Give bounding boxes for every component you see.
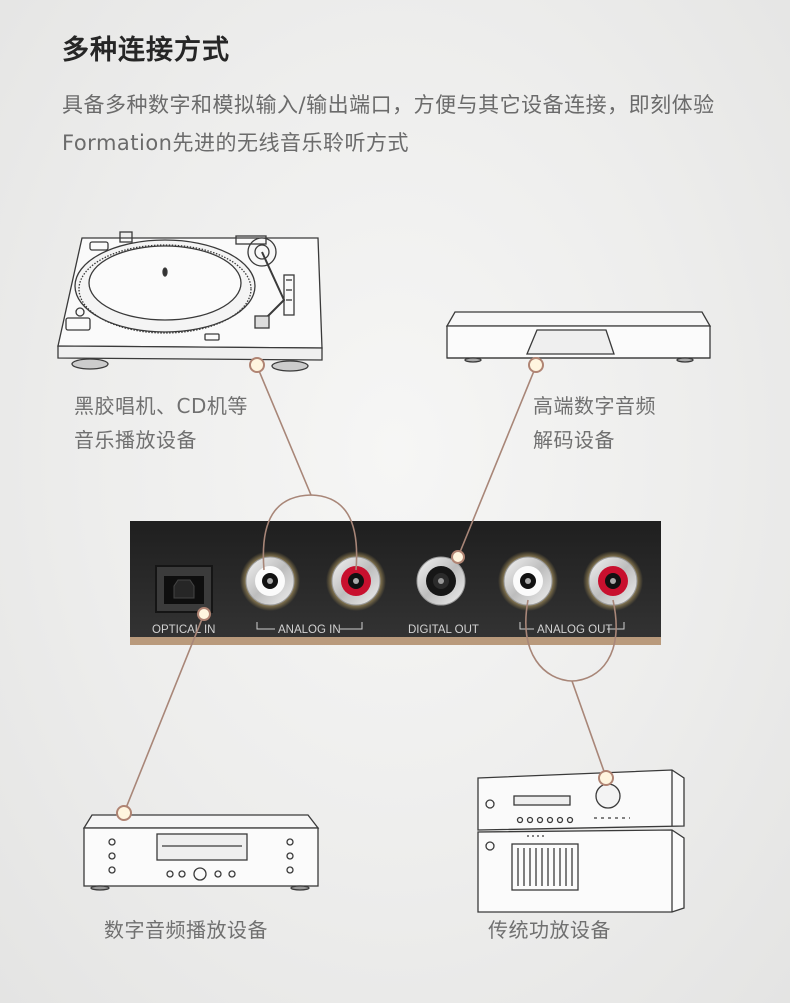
cd-player-label: 数字音频播放设备 xyxy=(104,918,268,942)
optical-in-label: OPTICAL IN xyxy=(152,624,215,636)
cd-player-connector-dot xyxy=(116,805,132,821)
analog-out-label: ANALOG OUT xyxy=(537,624,612,636)
optical-port[interactable] xyxy=(155,565,213,613)
page-description: 具备多种数字和模拟输入/输出端口，方便与其它设备连接，即刻体验Formation… xyxy=(62,93,715,155)
digital-out-jack[interactable] xyxy=(416,556,466,606)
amplifier-connector-dot xyxy=(598,770,614,786)
turntable-label-line1: 黑胶唱机、CD机等 xyxy=(74,394,248,418)
analog-in-left-jack[interactable] xyxy=(240,551,300,611)
turntable-label: 黑胶唱机、CD机等 音乐播放设备 xyxy=(74,389,248,457)
turntable-label-line2: 音乐播放设备 xyxy=(74,428,197,452)
dac-label-line1: 高端数字音频 xyxy=(533,394,656,418)
optical-connector-dot xyxy=(197,607,211,621)
amplifier-icon xyxy=(477,769,685,913)
dac-label-line2: 解码设备 xyxy=(533,428,615,452)
dac-icon xyxy=(445,311,712,363)
analog-out-right-jack[interactable] xyxy=(583,551,643,611)
analog-in-right-jack[interactable] xyxy=(326,551,386,611)
page-title: 多种连接方式 xyxy=(62,35,230,66)
dac-label: 高端数字音频 解码设备 xyxy=(533,389,656,457)
digital-out-connector-dot xyxy=(451,550,465,564)
back-panel: OPTICAL IN ANALOG IN DIGITAL OUT ANALOG … xyxy=(130,521,661,645)
digital-out-label: DIGITAL OUT xyxy=(408,624,479,636)
connection-lines xyxy=(123,365,617,814)
analog-out-left-jack[interactable] xyxy=(498,551,558,611)
turntable-connector-dot xyxy=(249,357,265,373)
dac-connector-dot xyxy=(528,357,544,373)
analog-in-label: ANALOG IN xyxy=(278,624,341,636)
amplifier-label: 传统功放设备 xyxy=(488,918,611,942)
turntable-icon xyxy=(57,231,323,372)
connector-dots xyxy=(116,357,614,821)
cd-player-icon xyxy=(82,814,320,891)
